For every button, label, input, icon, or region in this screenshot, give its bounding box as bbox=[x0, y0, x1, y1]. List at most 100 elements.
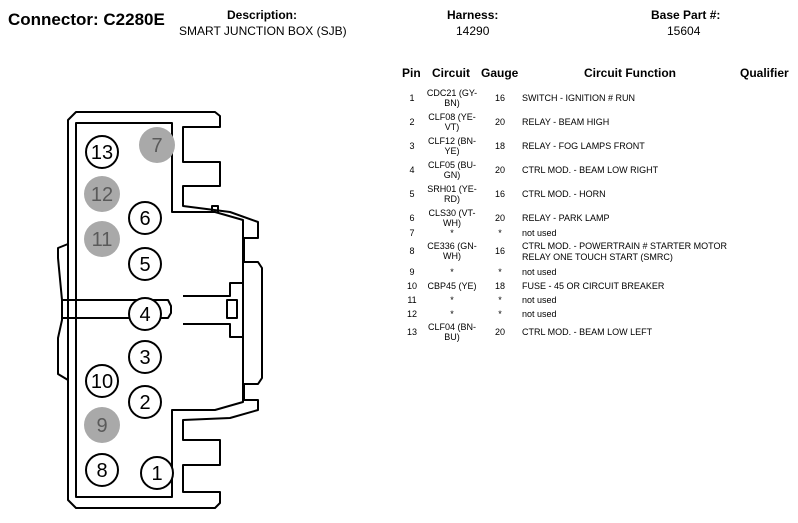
circuit-cell: CLS30 (VT-WH) bbox=[428, 208, 476, 228]
circuit-cell: * bbox=[450, 295, 454, 305]
connector-id: C2280E bbox=[103, 10, 165, 29]
function-cell: CTRL MOD. - BEAM LOW LEFT bbox=[522, 327, 653, 337]
pin-circle bbox=[128, 247, 162, 281]
connector-pin-5: 5 bbox=[128, 247, 162, 281]
connector-pin-7: 7 bbox=[139, 127, 175, 163]
pin-number-label: 6 bbox=[139, 208, 150, 230]
gauge-cell: 16 bbox=[494, 189, 505, 199]
gauge-cell: 20 bbox=[494, 165, 505, 175]
circuit-cell: CDC21 (GY-BN) bbox=[426, 88, 478, 108]
connector-pin-11: 11 bbox=[84, 221, 120, 257]
circuit-cell: CLF05 (BU-GN) bbox=[427, 160, 476, 180]
pin-cell: 12 bbox=[406, 309, 417, 319]
harness-value: 14290 bbox=[456, 24, 490, 38]
base-part-label: Base Part #: bbox=[651, 8, 721, 22]
harness-label: Harness: bbox=[447, 8, 499, 22]
connector-pin-4: 4 bbox=[128, 297, 162, 331]
header-circuit: Circuit bbox=[432, 66, 471, 80]
connector-pin-10: 10 bbox=[85, 364, 119, 398]
connector-pin-3: 3 bbox=[128, 340, 162, 374]
connector-pin-2: 2 bbox=[128, 385, 162, 419]
pin-cell: 2 bbox=[409, 117, 415, 127]
gauge-cell: * bbox=[498, 228, 502, 238]
pin-circle bbox=[85, 135, 119, 169]
pin-circle bbox=[128, 385, 162, 419]
pin-cell: 11 bbox=[407, 295, 417, 305]
circuit-cell: CLF08 (YE-VT) bbox=[428, 112, 476, 132]
pin-circle bbox=[128, 340, 162, 374]
circuit-cell: CE336 (GN-WH) bbox=[427, 241, 477, 261]
pin-number-label: 1 bbox=[151, 463, 162, 485]
function-cell: FUSE - 45 OR CIRCUIT BREAKER bbox=[522, 281, 665, 291]
connector-label: Connector: bbox=[8, 10, 99, 29]
function-cell: RELAY - BEAM HIGH bbox=[522, 117, 610, 127]
pin-circle bbox=[139, 127, 175, 163]
pin-cell: 10 bbox=[406, 281, 417, 291]
connector-pin-12: 12 bbox=[84, 176, 120, 212]
pin-number-label: 7 bbox=[151, 135, 162, 157]
function-cell: not used bbox=[522, 228, 557, 238]
description-value: SMART JUNCTION BOX (SJB) bbox=[179, 24, 347, 38]
circuit-cell: CLF12 (BN-YE) bbox=[427, 136, 476, 156]
connector-title: Connector: C2280E bbox=[8, 10, 165, 30]
circuit-cell: CBP45 (YE) bbox=[427, 281, 477, 291]
function-cell: RELAY - FOG LAMPS FRONT bbox=[522, 141, 645, 151]
pin-number-label: 4 bbox=[139, 304, 150, 326]
pin-number-label: 3 bbox=[139, 347, 150, 369]
function-cell: not used bbox=[522, 295, 557, 305]
gauge-cell: 16 bbox=[494, 93, 505, 103]
pin-cell: 4 bbox=[409, 165, 415, 175]
pin-number-label: 10 bbox=[91, 371, 113, 393]
connector-face-diagram: 13 7 12 6 11 5 4 3 10 2 9 8 1 bbox=[57, 111, 263, 509]
pin-cell: 6 bbox=[409, 213, 415, 223]
gauge-cell: 20 bbox=[494, 117, 505, 127]
gauge-cell: 18 bbox=[494, 281, 505, 291]
pin-circle bbox=[84, 221, 120, 257]
connector-pin-8: 8 bbox=[85, 453, 119, 487]
pin-circle bbox=[140, 456, 174, 490]
circuit-cell: * bbox=[450, 228, 454, 238]
pin-cell: 9 bbox=[409, 267, 415, 277]
pin-number-label: 5 bbox=[139, 254, 150, 276]
function-cell: not used bbox=[522, 309, 557, 319]
pin-number-label: 2 bbox=[139, 392, 150, 414]
pin-circle bbox=[128, 201, 162, 235]
pin-cell: 5 bbox=[409, 189, 415, 199]
pin-number-label: 8 bbox=[96, 460, 107, 482]
header-circuit-function: Circuit Function bbox=[584, 66, 676, 80]
function-cell: CTRL MOD. - BEAM LOW RIGHT bbox=[522, 165, 659, 175]
function-cell: CTRL MOD. - POWERTRAIN # STARTER MOTOR R… bbox=[522, 241, 728, 262]
description-label: Description: bbox=[227, 8, 298, 22]
gauge-cell: 20 bbox=[494, 327, 505, 337]
pin-cell: 7 bbox=[409, 228, 415, 238]
pin-number-label: 13 bbox=[91, 142, 113, 164]
pin-number-label: 9 bbox=[96, 415, 107, 437]
header-qualifier: Qualifier bbox=[740, 66, 789, 80]
header-pin: Pin bbox=[402, 66, 421, 80]
pin-number-label: 11 bbox=[92, 229, 113, 251]
pin-circle bbox=[84, 176, 120, 212]
gauge-cell: * bbox=[498, 295, 502, 305]
header-gauge: Gauge bbox=[481, 66, 519, 80]
connector-pin-1: 1 bbox=[140, 456, 174, 490]
function-cell: not used bbox=[522, 267, 557, 277]
function-cell: CTRL MOD. - HORN bbox=[522, 189, 606, 199]
circuit-cell: * bbox=[450, 267, 454, 277]
pin-circle bbox=[128, 297, 162, 331]
pin-circle bbox=[85, 453, 119, 487]
pin-number-label: 12 bbox=[91, 184, 113, 206]
function-cell: SWITCH - IGNITION # RUN bbox=[522, 93, 635, 103]
pin-circle bbox=[85, 364, 119, 398]
circuit-cell: CLF04 (BN-BU) bbox=[427, 322, 476, 342]
pin-cell: 1 bbox=[409, 93, 415, 103]
pin-cell: 13 bbox=[406, 327, 417, 337]
circuit-cell: * bbox=[450, 309, 454, 319]
gauge-cell: 18 bbox=[494, 141, 505, 151]
gauge-cell: * bbox=[498, 309, 502, 319]
connector-pin-6: 6 bbox=[128, 201, 162, 235]
pin-circle bbox=[84, 407, 120, 443]
pin-cell: 3 bbox=[409, 141, 415, 151]
base-part-value: 15604 bbox=[667, 24, 701, 38]
function-cell: RELAY - PARK LAMP bbox=[522, 213, 610, 223]
gauge-cell: 20 bbox=[494, 213, 505, 223]
